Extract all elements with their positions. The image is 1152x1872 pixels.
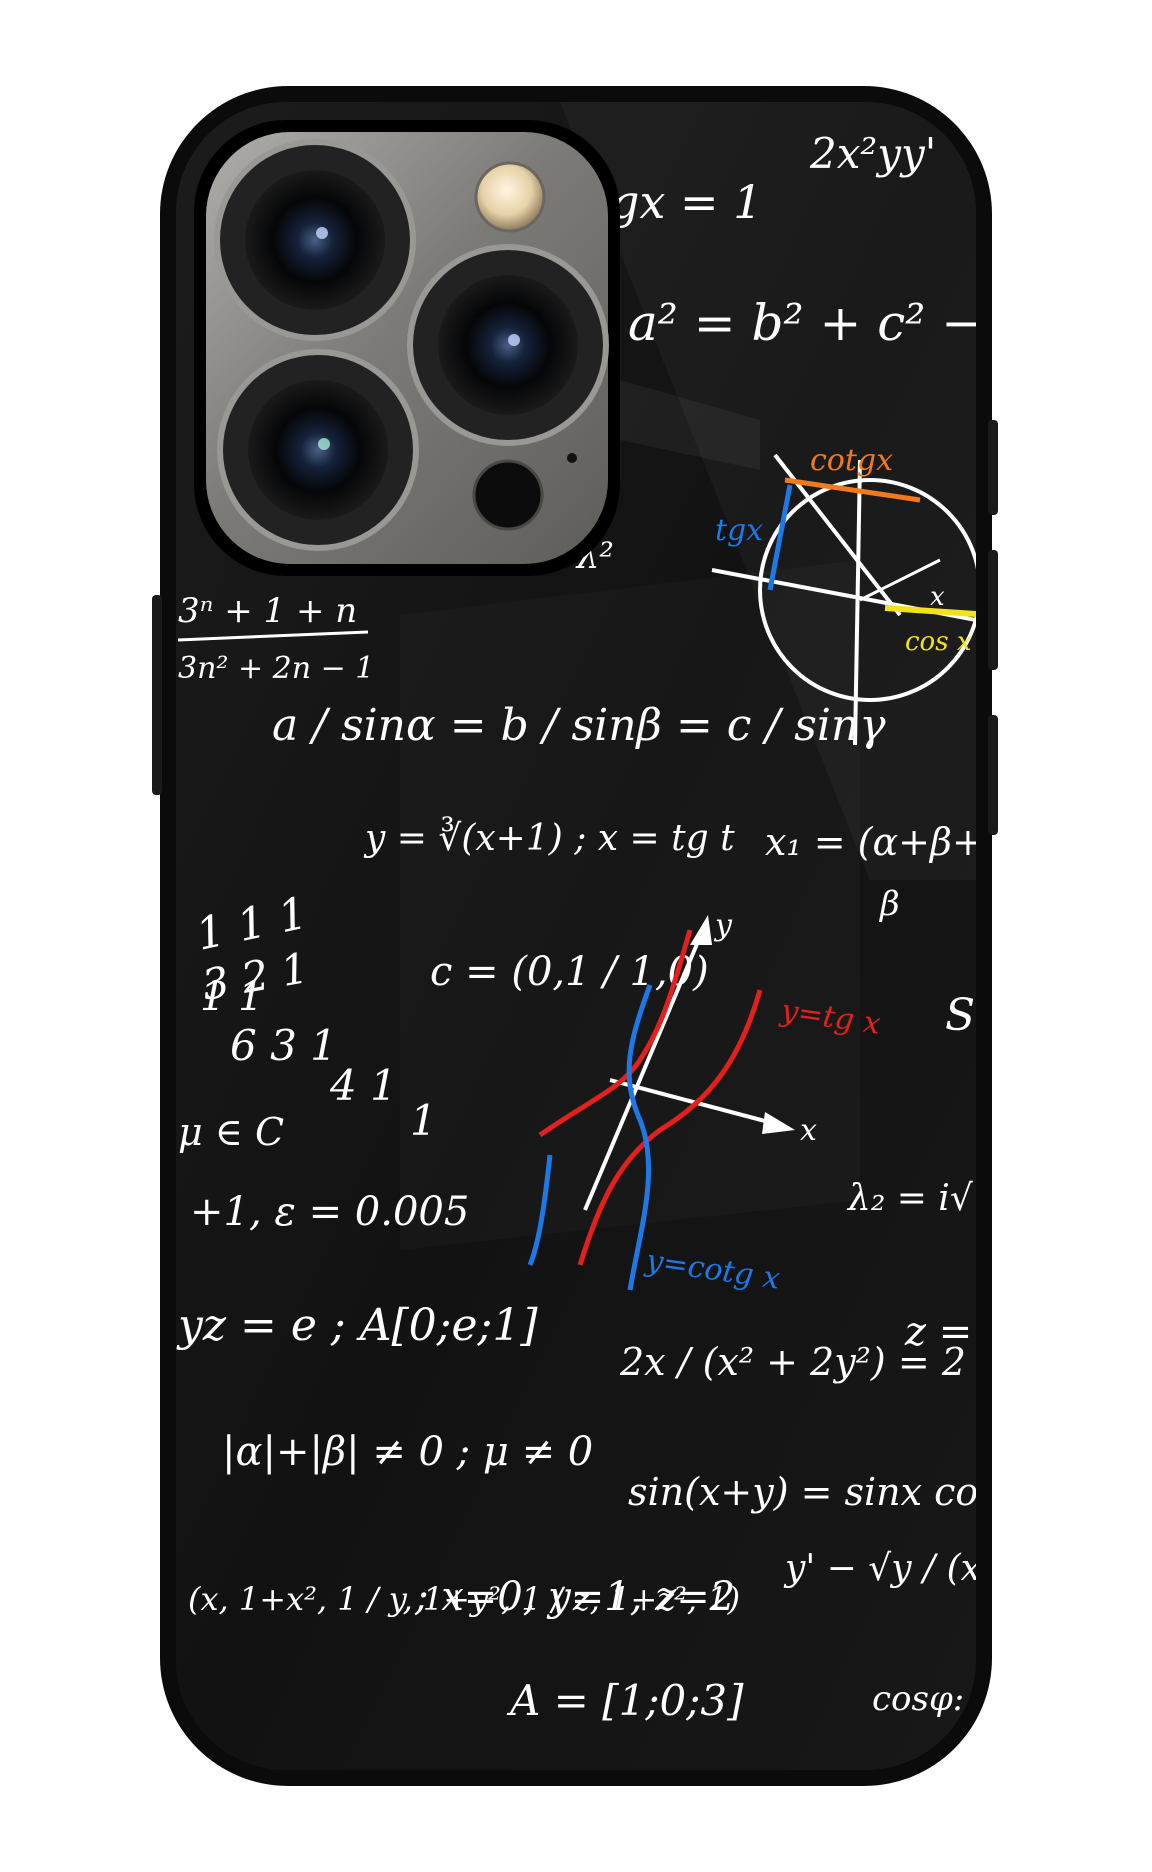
camera-module	[194, 120, 620, 576]
formula-z: z =	[904, 1309, 972, 1355]
curve-tangent-right	[577, 989, 763, 1266]
formula-matrix-c: c = (0,1 / 1,0)	[430, 949, 709, 995]
formula-law-of-sines: a / sinα = b / sinβ = c / sinγ	[272, 700, 886, 751]
curve-cotangent-left	[527, 1154, 553, 1266]
microphone-hole	[567, 453, 577, 463]
circle-tan-line	[767, 484, 793, 591]
formula-matrix-xyz: (x, 1+x², 1 / y, 1+y², 1 / z, 1+z², 1)	[188, 1580, 740, 1618]
graph-x-arrow	[762, 1112, 795, 1134]
lens-bottom-left-glint	[318, 438, 330, 450]
side-button-right-1	[988, 420, 998, 515]
curve-tangent-left	[538, 929, 693, 1138]
formula-y-prime: y' − √y / (x+2) =	[783, 1548, 1090, 1589]
formula-gx: gx = 1	[610, 175, 762, 229]
label-y-axis: y	[713, 908, 733, 943]
glass-reflection-2	[400, 560, 860, 1250]
curve-cotangent-mid	[626, 984, 653, 1291]
side-button-right-2	[988, 550, 998, 670]
formula-beta: β	[878, 884, 900, 924]
circle-vertical-axis	[853, 459, 862, 746]
circle-cosine-line	[859, 558, 941, 602]
formula-fraction-top: 3ⁿ + 1 + n	[178, 591, 357, 631]
formula-sin-sum: sin(x+y) = sinx cos	[628, 1470, 998, 1514]
fraction-bar-1	[177, 630, 369, 642]
number-row-5: 4 1	[329, 1061, 397, 1110]
side-button-left	[152, 595, 162, 795]
label-x-axis: x	[800, 1113, 817, 1148]
formula-lambda2: λ₂ = i√	[846, 1178, 973, 1219]
formula-fraction-bottom: 3n² + 2n − 1	[178, 651, 374, 686]
lens-right-glint	[508, 334, 520, 346]
formula-xyz-values: ; x=0, y=1, z=2	[414, 1574, 735, 1620]
formula-2x-fraction: 2x / (x² + 2y²) = 2	[619, 1340, 966, 1384]
formula-cube-root: y = ∛(x+1) ; x = tg t	[363, 816, 735, 859]
flash	[474, 161, 546, 233]
label-tgx: tgx	[715, 513, 763, 548]
formula-abs: |α|+|β| ≠ 0 ; μ ≠ 0	[222, 1429, 593, 1475]
lens-top-left	[245, 170, 385, 310]
circle-cot-line	[784, 477, 921, 503]
formula-x1: x₁ = (α+β+	[765, 820, 984, 864]
number-row-2: 1 1	[200, 974, 264, 1020]
formula-mu-in-c: μ ∈ C	[178, 1110, 284, 1154]
label-x-angle: x	[930, 582, 945, 612]
graph-y-axis	[583, 924, 707, 1211]
label-cotgx: cotgx	[810, 443, 893, 478]
lidar-sensor	[472, 459, 544, 531]
number-row-4: 6 3 1	[230, 1021, 337, 1070]
formula-epsilon: +1, ε = 0.005	[190, 1189, 469, 1235]
lens-top-left-glint	[316, 227, 328, 239]
formula-top-right: 2x²yy'	[809, 129, 936, 178]
formula-law-of-cosines: a² = b² + c² − 2b	[628, 294, 1063, 352]
unit-circle	[758, 478, 976, 702]
formula-a-vector: A = [1;0;3]	[506, 1676, 744, 1725]
lens-right	[438, 275, 578, 415]
formula-cos-phi: cosφ:	[872, 1679, 964, 1719]
label-cosx: cos x	[905, 627, 972, 657]
unit-circle-diagram: cotgx tgx cos x x	[711, 443, 976, 746]
side-button-right-3	[988, 715, 998, 835]
lens-bottom-left	[248, 380, 388, 520]
formula-s: S	[945, 990, 975, 1041]
glass-reflection-3	[620, 380, 760, 470]
formula-yz: yz = e ; A[0;e;1]	[176, 1300, 538, 1351]
circle-cos-segment	[884, 605, 976, 617]
graph-y-arrow	[690, 915, 712, 945]
number-row-6: 1	[410, 1096, 437, 1145]
